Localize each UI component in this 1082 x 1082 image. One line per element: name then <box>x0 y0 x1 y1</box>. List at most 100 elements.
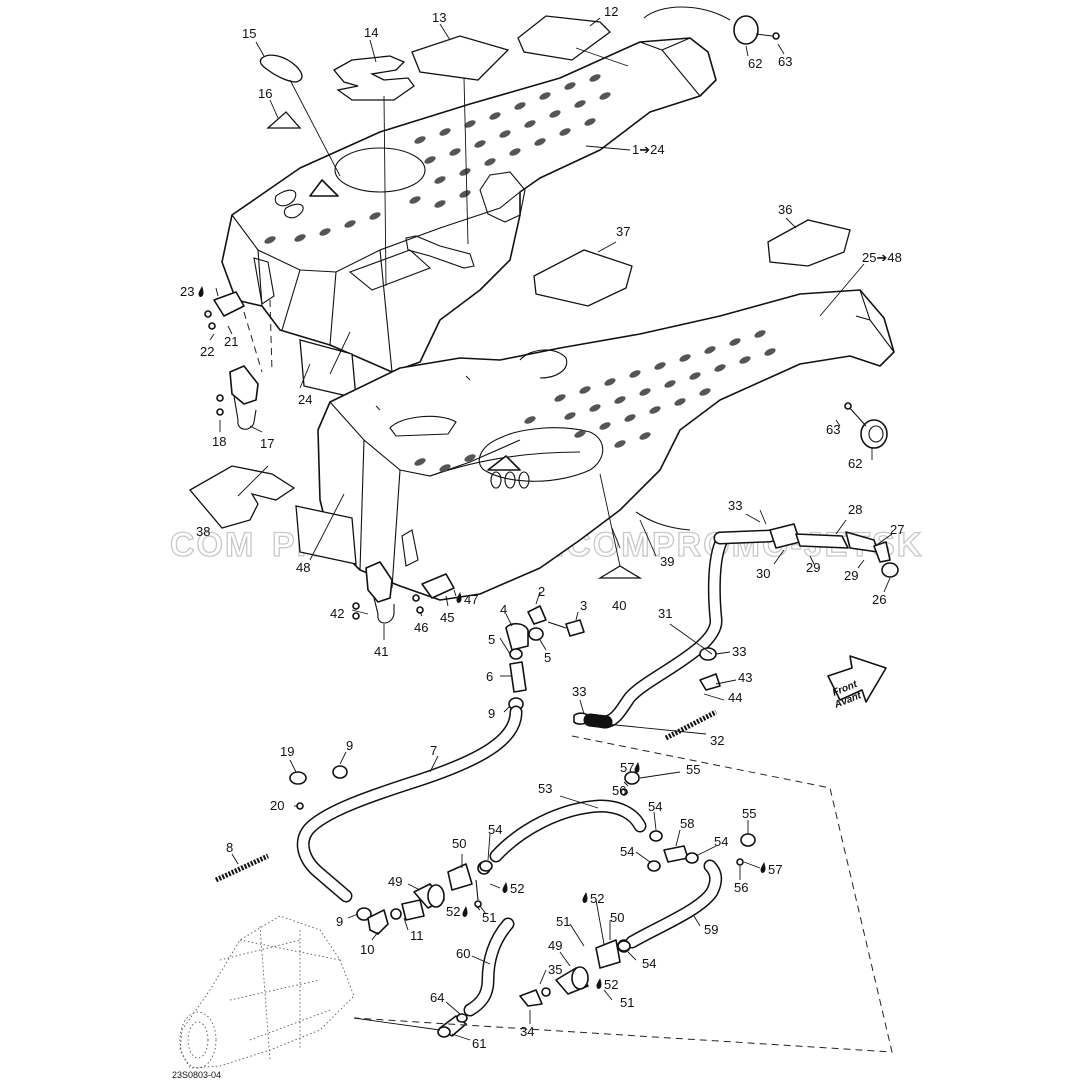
drain-plug-rear <box>844 402 888 449</box>
callout-13: 13 <box>432 10 446 25</box>
callout-47: 47 <box>464 592 478 607</box>
callout-12: 12 <box>604 4 618 19</box>
callout-29-b: 29 <box>844 568 858 583</box>
callout-51-a: 51 <box>482 910 496 925</box>
callout-14: 14 <box>364 25 378 40</box>
fittings-2-6 <box>505 605 585 711</box>
pump-49-50-right <box>519 939 631 1007</box>
callout-9-b: 9 <box>346 738 353 753</box>
bracket-rear-left <box>352 561 455 624</box>
tread-pattern-rear <box>414 330 776 472</box>
callout-39: 39 <box>660 554 674 569</box>
hose-39 <box>635 511 691 531</box>
spring-8 <box>214 853 270 883</box>
callout-58: 58 <box>680 816 694 831</box>
callout-62-top: 62 <box>748 56 762 71</box>
callout-61: 61 <box>472 1036 486 1051</box>
fittings-54-58 <box>479 771 756 952</box>
callout-30: 30 <box>756 566 770 581</box>
callout-23: 23 <box>180 284 194 299</box>
drop-icon-47 <box>456 592 462 603</box>
callout-17: 17 <box>260 436 274 451</box>
callout-33-c: 33 <box>572 684 586 699</box>
callout-22: 22 <box>200 344 214 359</box>
callout-7: 7 <box>430 743 437 758</box>
callout-52-a: 52 <box>510 881 524 896</box>
decal-13 <box>411 35 510 81</box>
callout-32: 32 <box>710 733 724 748</box>
callout-24: 24 <box>298 392 312 407</box>
callout-34: 34 <box>520 1024 534 1039</box>
front-storage-panel <box>221 37 717 373</box>
callout-10: 10 <box>360 942 374 957</box>
drop-icon-57-b <box>760 862 766 873</box>
front-direction-arrow: Front Avant <box>827 655 887 711</box>
callout-9-c: 9 <box>336 914 343 929</box>
decal-36 <box>767 219 851 267</box>
callout-56-b: 56 <box>734 880 748 895</box>
callout-64: 64 <box>430 990 444 1005</box>
callout-38: 38 <box>196 524 210 539</box>
callout-49-a: 49 <box>388 874 402 889</box>
drop-icon-57-a <box>634 762 640 773</box>
callout-36: 36 <box>778 202 792 217</box>
callout-44: 44 <box>728 690 742 705</box>
bilge-pump-assembly <box>573 523 899 729</box>
front-decals <box>259 15 611 399</box>
callout-8: 8 <box>226 840 233 855</box>
callout-27: 27 <box>890 522 904 537</box>
hose-59 <box>625 859 723 949</box>
rear-storage-panel <box>317 289 895 601</box>
drain-plug-top <box>643 6 780 45</box>
drop-icon-52-a <box>502 882 508 893</box>
callout-6: 6 <box>486 669 493 684</box>
callout-54-d: 54 <box>620 844 634 859</box>
callout-62-rear: 62 <box>848 456 862 471</box>
callout-52-d: 52 <box>604 977 618 992</box>
seadoo-logo-front <box>274 179 339 219</box>
drop-icon-23 <box>198 286 204 297</box>
decal-40 <box>597 565 643 579</box>
seadoo-logo-rear <box>487 455 530 489</box>
callout-51-c: 51 <box>620 995 634 1010</box>
callout-42: 42 <box>330 606 344 621</box>
callout-59: 59 <box>704 922 718 937</box>
pump-49-50-left <box>413 861 491 909</box>
decal-14 <box>332 55 415 101</box>
callout-60: 60 <box>456 946 470 961</box>
callout-52-b: 52 <box>590 891 604 906</box>
decal-12 <box>517 15 611 61</box>
drop-icon-52-d <box>596 978 602 989</box>
hose-60 <box>463 917 515 1017</box>
callout-37: 37 <box>616 224 630 239</box>
callout-54-e: 54 <box>642 956 656 971</box>
callout-40: 40 <box>612 598 626 613</box>
callout-3: 3 <box>580 598 587 613</box>
callout-52-c: 52 <box>446 904 460 919</box>
callout-49-b: 49 <box>548 938 562 953</box>
tread-pattern-front <box>264 74 611 244</box>
callout-41: 41 <box>374 644 388 659</box>
drop-icon-52-c <box>462 906 468 917</box>
callout-53: 53 <box>538 781 552 796</box>
callout-2: 2 <box>538 584 545 599</box>
callout-19: 19 <box>280 744 294 759</box>
callout-15: 15 <box>242 26 256 41</box>
callout-28: 28 <box>848 502 862 517</box>
callout-57-b: 57 <box>768 862 782 877</box>
callout-9-a: 9 <box>488 706 495 721</box>
jet-pump-housing <box>179 915 355 1069</box>
rear-decals <box>189 219 851 579</box>
callout-35: 35 <box>548 962 562 977</box>
reference-code: 23S0803-04 <box>172 1070 221 1080</box>
watermark-left: COM <box>170 526 255 564</box>
fitting-10-11 <box>356 899 425 935</box>
callout-20: 20 <box>270 798 284 813</box>
callout-43: 43 <box>738 670 752 685</box>
fittings-61-64 <box>437 1013 468 1038</box>
callout-33-b: 33 <box>732 644 746 659</box>
callout-1-24: 1➔24 <box>632 142 665 157</box>
hose-7 <box>296 705 523 903</box>
decal-37 <box>533 249 633 307</box>
